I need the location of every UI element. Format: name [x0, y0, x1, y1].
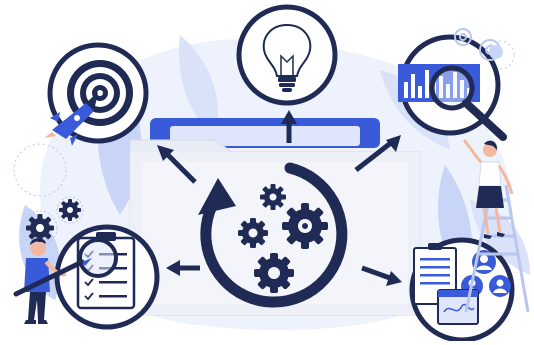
lightbulb-icon	[236, 4, 338, 106]
gear-icon	[489, 45, 503, 59]
cycle-arrow-icon	[198, 162, 348, 308]
man-figure	[13, 238, 92, 324]
gear-icon	[238, 184, 328, 293]
flow-arrows	[157, 110, 402, 286]
checklist-icon	[54, 224, 160, 330]
gear-icon	[22, 196, 84, 246]
magnifier-icon	[429, 65, 507, 141]
woman-figure	[462, 139, 514, 239]
calendar-icon	[437, 289, 479, 325]
rocket-icon	[44, 92, 98, 146]
gear-icon	[26, 199, 81, 242]
